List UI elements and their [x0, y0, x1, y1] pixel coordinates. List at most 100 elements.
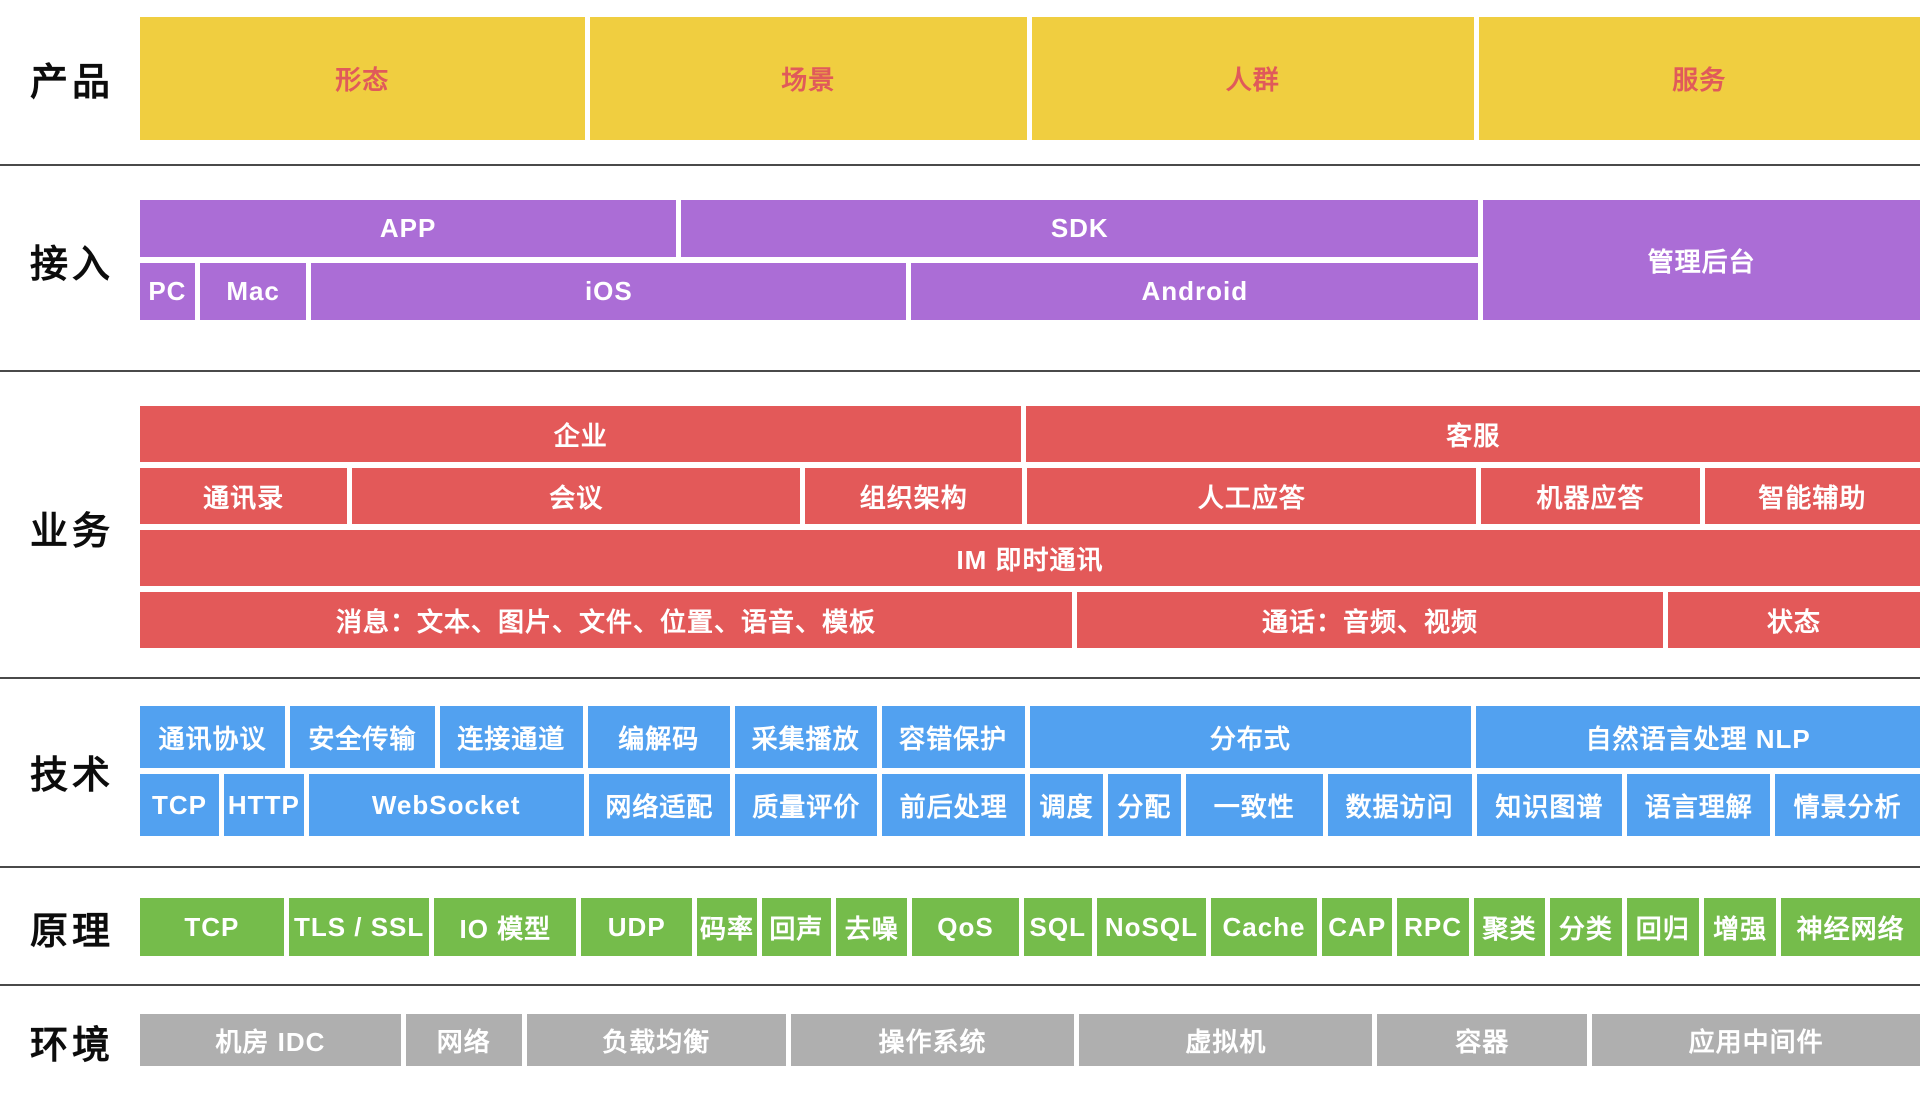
block: 网络 [405, 1014, 522, 1066]
block: SQL [1023, 898, 1092, 956]
block: TCP [140, 898, 284, 956]
block: 通话：音频、视频 [1077, 592, 1663, 648]
block: 企业 [140, 406, 1022, 462]
block: 通讯协议 [140, 706, 285, 768]
block: 采集播放 [734, 706, 877, 768]
block: Cache [1210, 898, 1318, 956]
section-divider [0, 370, 1920, 372]
block: 会议 [352, 468, 801, 524]
block: PC [140, 263, 195, 320]
block: 质量评价 [735, 774, 878, 836]
block: 操作系统 [790, 1014, 1075, 1066]
block: 组织架构 [805, 468, 1023, 524]
block: 回归 [1626, 898, 1699, 956]
block: QoS [912, 898, 1019, 956]
block: 机房 IDC [140, 1014, 401, 1066]
block: NoSQL [1096, 898, 1206, 956]
block: 调度 [1029, 774, 1103, 836]
block: 去噪 [836, 898, 908, 956]
block: 容器 [1377, 1014, 1588, 1066]
block: 形态 [140, 17, 585, 140]
block-row: 通讯录会议组织架构人工应答机器应答智能辅助 [140, 468, 1920, 524]
block: RPC [1397, 898, 1469, 956]
block: 消息：文本、图片、文件、位置、语音、模板 [140, 592, 1072, 648]
section-divider [0, 677, 1920, 679]
section-label-principle: 原理 [29, 910, 114, 953]
block: 情景分析 [1775, 774, 1920, 836]
block: 人工应答 [1027, 468, 1477, 524]
block: 场景 [589, 17, 1027, 140]
block: Android [911, 263, 1479, 320]
block: 状态 [1668, 592, 1920, 648]
block: 通讯录 [140, 468, 348, 524]
block: iOS [311, 263, 907, 320]
section-divider [0, 984, 1920, 986]
block-row: 形态场景人群服务 [140, 17, 1920, 140]
block: 客服 [1026, 406, 1920, 462]
block: 知识图谱 [1476, 774, 1623, 836]
block: 自然语言处理 NLP [1476, 706, 1920, 768]
block: 回声 [761, 898, 832, 956]
block: SDK [681, 200, 1479, 257]
block-span: 管理后台 [1483, 200, 1920, 320]
block: 机器应答 [1481, 468, 1700, 524]
block: 智能辅助 [1704, 468, 1920, 524]
block: 连接通道 [439, 706, 583, 768]
section-divider [0, 164, 1920, 166]
block: 网络适配 [588, 774, 731, 836]
block: TLS / SSL [288, 898, 430, 956]
block: 服务 [1478, 17, 1920, 140]
block: Mac [199, 263, 307, 320]
block: 神经网络 [1781, 898, 1920, 956]
block: 人群 [1032, 17, 1474, 140]
block: 码率 [697, 898, 757, 956]
block: 负载均衡 [526, 1014, 786, 1066]
block: WebSocket [308, 774, 584, 836]
section-content-business: 企业客服通讯录会议组织架构人工应答机器应答智能辅助 IM 即时通讯消息：文本、图片… [140, 406, 1920, 648]
block: 增强 [1703, 898, 1777, 956]
block: 分布式 [1029, 706, 1472, 768]
block: TCP [140, 774, 219, 836]
block-row: 企业客服 [140, 406, 1920, 462]
block: 一致性 [1185, 774, 1323, 836]
block: 应用中间件 [1592, 1014, 1920, 1066]
section-product: 产品形态场景人群服务 [0, 17, 1920, 140]
block: 前后处理 [882, 774, 1025, 836]
section-content-product: 形态场景人群服务 [140, 17, 1920, 140]
section-label-environment: 环境 [29, 1025, 114, 1067]
block: 安全传输 [289, 706, 435, 768]
block: IO 模型 [434, 898, 577, 956]
block: 聚类 [1473, 898, 1546, 956]
block: 分类 [1550, 898, 1622, 956]
section-divider [0, 866, 1920, 868]
block-row: IM 即时通讯 [140, 530, 1920, 586]
block-row: 通讯协议安全传输连接通道编解码采集播放容错保护分布式自然语言处理 NLP [140, 706, 1920, 768]
block: APP [140, 200, 677, 257]
section-label-access: 接入 [29, 243, 114, 286]
block: CAP [1322, 898, 1393, 956]
block-rows: 形态场景人群服务 [140, 17, 1920, 140]
block: UDP [581, 898, 693, 956]
block: 语言理解 [1627, 774, 1771, 836]
block: 分配 [1107, 774, 1181, 836]
block: 数据访问 [1327, 774, 1472, 836]
